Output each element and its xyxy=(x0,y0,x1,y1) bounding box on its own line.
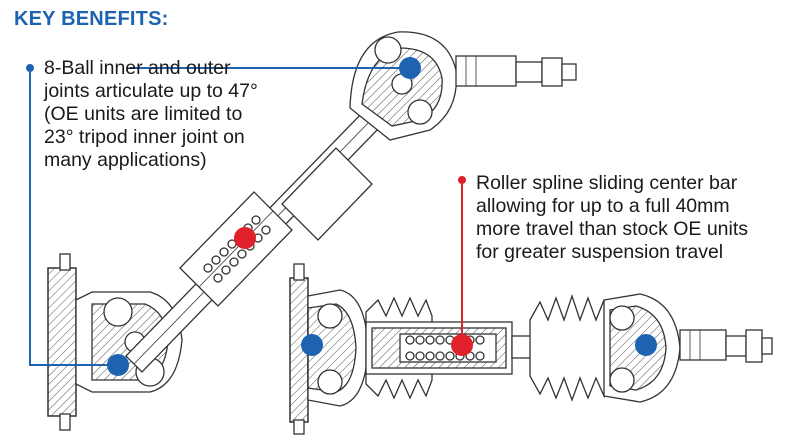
benefit-line: for greater suspension travel xyxy=(476,241,724,263)
benefit-line: allowing for up to a full 40mm xyxy=(476,195,730,217)
benefit-line: 8-Ball inner and outer xyxy=(44,57,231,79)
angled-roller-spline xyxy=(203,215,271,283)
benefit-line: many applications) xyxy=(44,149,207,171)
benefit-line: more travel than stock OE units xyxy=(476,218,749,240)
blue-leader-vertical xyxy=(29,72,116,366)
marker-inner-joint-straight xyxy=(301,334,323,356)
marker-outer-joint-angled xyxy=(399,57,421,79)
callout-leaders xyxy=(29,67,463,366)
marker-center-bar-angled xyxy=(234,227,256,249)
benefit-line: (OE units are limited to xyxy=(44,103,243,125)
bullet-red-dot xyxy=(458,176,466,184)
marker-outer-joint-straight xyxy=(635,334,657,356)
straight-center-bar xyxy=(365,321,513,375)
benefit-roller-spline-text: Roller spline sliding center bar allowin… xyxy=(476,172,748,264)
benefit-line: Roller spline sliding center bar xyxy=(476,172,738,194)
angled-outer-joint xyxy=(349,31,577,141)
marker-inner-joint-angled xyxy=(107,354,129,376)
straight-right-boot xyxy=(529,293,607,402)
marker-center-bar-straight xyxy=(451,334,473,356)
benefit-line: 23° tripod inner joint on xyxy=(44,126,245,148)
benefit-ball-joints-text: 8-Ball inner and outer joints articulate… xyxy=(44,57,258,172)
straight-axle xyxy=(289,263,773,435)
straight-inner-flange xyxy=(289,263,369,435)
key-benefits-heading: KEY BENEFITS: xyxy=(14,8,169,30)
bullet-blue-dot xyxy=(26,64,34,72)
angled-shaft xyxy=(125,75,415,373)
straight-outer-joint xyxy=(603,293,773,403)
joint-markers xyxy=(107,57,657,376)
benefit-line: joints articulate up to 47° xyxy=(44,80,258,102)
